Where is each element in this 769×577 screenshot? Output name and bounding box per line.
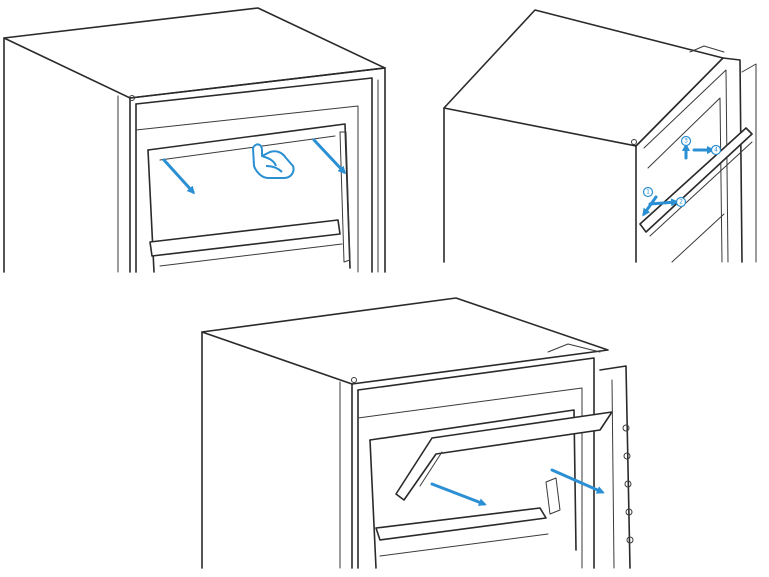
step-number-badge: 1 <box>642 186 654 198</box>
hand-press-icon <box>252 143 295 179</box>
step-number-badge: 2 <box>675 196 687 208</box>
panel-3 <box>201 297 634 569</box>
arrow-icon <box>312 138 347 175</box>
arrow-icon <box>550 468 605 494</box>
panel-1 <box>3 7 386 273</box>
step-number-badge: 3 <box>680 135 692 147</box>
step-number: 3 <box>684 138 688 145</box>
cabinet-body <box>443 9 757 263</box>
arrow-icon <box>162 158 196 195</box>
step-number-badge: 4 <box>710 144 722 156</box>
step-number: 1 <box>646 189 650 196</box>
step-number: 4 <box>714 147 718 154</box>
arrow-icon <box>430 482 487 506</box>
step-number: 2 <box>679 199 683 206</box>
panel-2: 1 2 3 4 <box>443 9 757 263</box>
arrow-icon <box>648 198 679 207</box>
cabinet-body <box>3 7 386 273</box>
cabinet-body <box>201 297 634 569</box>
